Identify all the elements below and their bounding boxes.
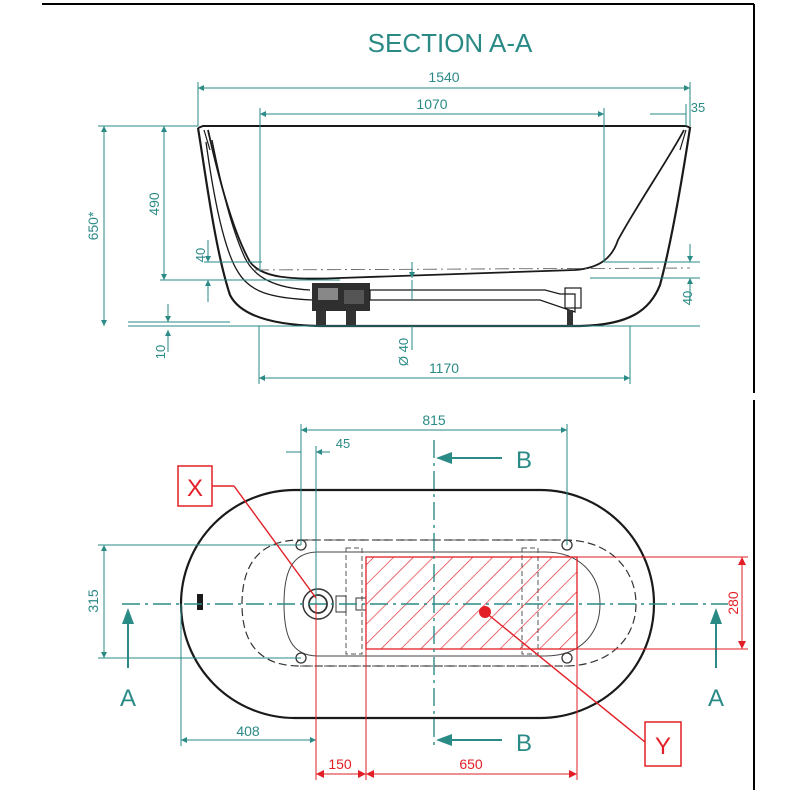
dim-inner-length: 1070 [416,96,447,112]
zone-dimensions: 280 150 650 [315,556,748,780]
dim-zone-width: 280 [725,591,741,615]
dim-edge-offset: 408 [236,723,260,739]
section-b-bottom: B [516,730,532,757]
plan-dimensions: 815 45 315 408 [85,412,568,746]
dim-width-marks: 315 [85,589,101,613]
dim-base-length: 1170 [429,360,459,376]
dim-gap: 150 [328,756,352,772]
section-a-right: A [708,685,724,712]
dim-zone-length: 650 [459,756,483,772]
section-title: SECTION A-A [368,28,533,58]
label-y-callout: Y [484,611,682,767]
dim-waste: Ø 40 [396,338,411,366]
bathtub-section [128,125,700,328]
label-x: X [187,475,203,502]
dim-bottom-left: 40 [193,248,208,262]
waste-unit [312,283,370,325]
dim-bottom-right: 40 [680,291,695,305]
support-zone [365,556,578,650]
dim-feet-offset: 45 [336,436,350,451]
dim-foot: 10 [153,345,168,359]
dim-height: 650* [85,211,101,240]
frame [42,3,755,790]
section-b-top: B [516,447,532,474]
dim-feet-span: 815 [422,412,446,428]
label-x-callout: X [177,465,317,599]
section-markers: A A B B [120,447,724,757]
section-a-left: A [120,685,136,712]
dim-overall-length: 1540 [428,69,459,85]
dim-depth: 490 [146,192,162,216]
label-y: Y [655,733,671,760]
section-dimensions: 1540 1070 35 650* 490 40 40 10 Ø 40 [85,69,705,384]
dim-rim: 35 [691,100,705,115]
